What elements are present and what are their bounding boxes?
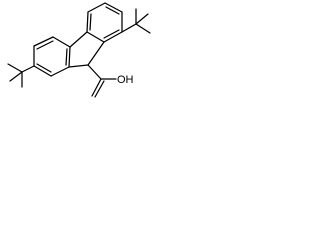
carbonyl-double-bond [94,80,105,98]
right-ring-double-bond [89,13,92,31]
right-benzene-ring [86,2,123,43]
methyl-bond [7,63,23,73]
right-ring-bond [86,11,89,33]
carbonyl-double-bond [91,78,102,97]
carboxylic-acid-group: OH [87,64,134,98]
hydroxyl-label: OH [117,74,134,86]
right-ring-double-bond [105,6,120,15]
right-ring-bond [86,31,105,43]
left-benzene-ring [33,36,71,77]
central-ring-bond [87,41,105,66]
left-ring-bond [50,66,70,77]
five-membered-ring [68,31,105,68]
left-ring-bond [52,36,71,48]
left-ring-double-bond [65,48,68,66]
right-ring-bond [103,31,123,43]
right-ring-bond [87,2,106,13]
right-ring-bond [104,2,123,13]
left-ring-bond [33,36,54,47]
right-ring-double-bond [103,29,120,39]
tert-butyl-attachment-bond [121,23,137,33]
left-ring-bond [33,65,52,77]
left-ring-double-bond [36,63,52,73]
fluorene-carboxylic-acid-structure: OH [7,2,151,98]
ch-to-carbonyl-bond [87,64,102,80]
central-ring-bond [69,31,88,48]
right-tert-butyl-group [121,8,151,34]
methyl-bond [9,71,23,82]
central-ring-bond [68,64,89,68]
methyl-bond [135,23,151,34]
left-ring-double-bond [36,40,54,50]
methyl-bond [135,13,149,25]
left-tert-butyl-group [7,63,35,88]
tert-butyl-attachment-bond [21,65,35,73]
left-ring-bond [68,46,71,68]
